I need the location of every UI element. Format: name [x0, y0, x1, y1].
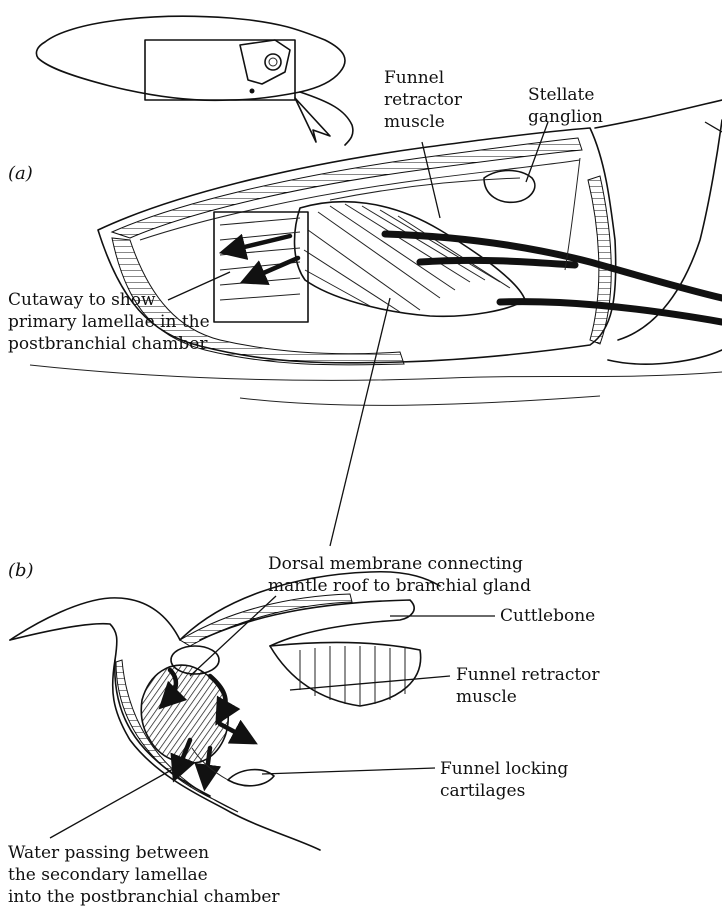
panel-a-drawing: [30, 100, 722, 405]
panel-b-drawing: [10, 572, 440, 850]
label-water-passing: Water passing between the secondary lame…: [8, 842, 280, 908]
label-dorsal-membrane: Dorsal membrane connecting mantle roof t…: [268, 553, 531, 597]
panel-a-marker: (a): [8, 163, 33, 185]
panel-b-leaders: [50, 596, 495, 838]
label-stellate-ganglion: Stellate ganglion: [528, 84, 603, 128]
label-funnel-retractor-muscle-b: Funnel retractor muscle: [456, 664, 600, 708]
label-cutaway: Cutaway to show primary lamellae in the …: [8, 289, 210, 355]
label-cuttlebone: Cuttlebone: [500, 605, 595, 627]
label-funnel-locking-cartilages: Funnel locking cartilages: [440, 758, 568, 802]
panel-a-leaders: [168, 122, 722, 546]
inset-cuttlefish-outline: [36, 16, 352, 145]
panel-b-marker: (b): [8, 560, 34, 582]
label-funnel-retractor-muscle-a: Funnel retractor muscle: [384, 67, 462, 133]
